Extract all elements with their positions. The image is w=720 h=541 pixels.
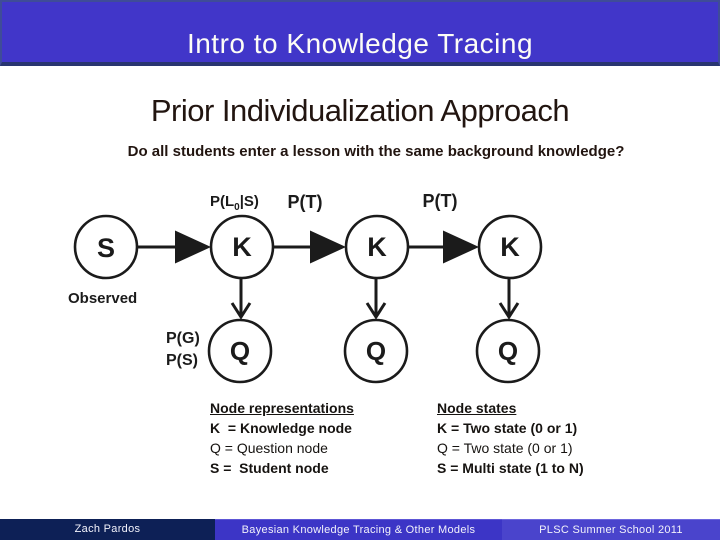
arrow-k2-to-q2: [365, 279, 387, 320]
bayesian-network-diagram: S K K K Q Q Q P(L0|S) P(T) P(T) Observed…: [60, 185, 620, 395]
node-question-2: [343, 318, 409, 384]
guess-probability-label: P(G): [166, 330, 200, 347]
observed-label: Observed: [68, 290, 137, 307]
legend-states-heading: Node states: [437, 400, 517, 416]
transition-probability-label-1: P(T): [288, 192, 323, 212]
legend-representations-s: S = Student node: [210, 460, 329, 476]
node-q3-label: Q: [498, 336, 518, 366]
node-knowledge-1: [209, 214, 275, 280]
node-student-label: S: [97, 233, 115, 263]
legend-states-k: K = Two state (0 or 1): [437, 420, 578, 436]
legend-representations-k: K = Knowledge node: [210, 420, 352, 436]
node-question-3: [475, 318, 541, 384]
legend-node-representations: Node representations K = Knowledge node …: [210, 398, 354, 478]
prior-probability-label: P(L0|S): [210, 193, 259, 213]
node-k1-label: K: [232, 232, 252, 262]
footer-course-title: Bayesian Knowledge Tracing & Other Model…: [215, 519, 502, 540]
prior-label-post: |S): [240, 193, 259, 210]
node-student: [73, 214, 139, 280]
legend-representations-heading: Node representations: [210, 400, 354, 416]
arrow-k1-to-q1: [230, 279, 252, 320]
node-q2-label: Q: [366, 336, 386, 366]
footer-author: Zach Pardos: [0, 519, 215, 540]
prior-label-sub: 0: [234, 202, 240, 213]
deck-title: Intro to Knowledge Tracing: [186, 28, 534, 59]
node-question-1: [207, 318, 273, 384]
node-k2-label: K: [367, 232, 387, 262]
legend-states-s: S = Multi state (1 to N): [437, 460, 584, 476]
node-knowledge-3: [477, 214, 543, 280]
slip-probability-label: P(S): [166, 352, 198, 369]
slide-title: Prior Individualization Approach: [150, 93, 570, 128]
slide-subtitle: Do all students enter a lesson with the …: [127, 143, 625, 160]
node-k3-label: K: [500, 232, 520, 262]
slide-header-banner: Intro to Knowledge Tracing: [0, 0, 720, 66]
footer-event: PLSC Summer School 2011: [502, 519, 720, 540]
node-knowledge-2: [344, 214, 410, 280]
prior-label-pre: P(L: [210, 193, 234, 210]
slide-footer: Zach Pardos Bayesian Knowledge Tracing &…: [0, 519, 720, 540]
transition-probability-label-2: P(T): [423, 191, 458, 211]
arrow-k3-to-q3: [498, 279, 520, 320]
legend-node-states: Node states K = Two state (0 or 1) Q = T…: [437, 398, 584, 478]
node-q1-label: Q: [230, 336, 250, 366]
legend-states-q: Q = Two state (0 or 1): [437, 440, 573, 456]
legend-representations-q: Q = Question node: [210, 440, 328, 456]
diagram-canvas: S K K K Q Q Q P(L0|S) P(T) P(T) Observed…: [68, 191, 543, 384]
